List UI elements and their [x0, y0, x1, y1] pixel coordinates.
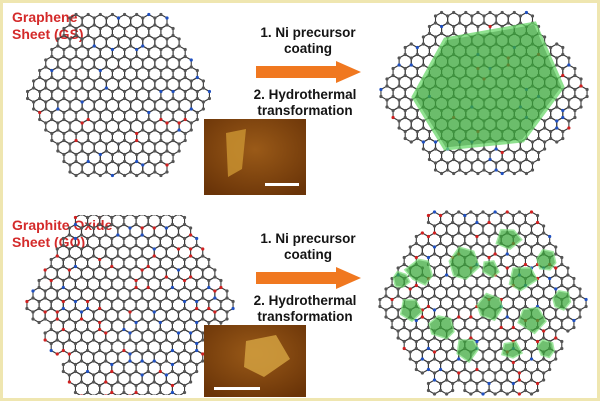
- graphene-step1-label: 1. Ni precursor coating: [260, 25, 356, 56]
- graphene-ni-coated-lattice: [379, 10, 589, 176]
- graphene-flake-shape: [226, 129, 246, 177]
- go-step2-label: 2. Hydrothermal transformation: [253, 293, 357, 324]
- go-step1-label: 1. Ni precursor coating: [260, 231, 356, 262]
- go-ni-nanoparticle-lattice: [378, 210, 588, 396]
- graphene-afm-image: [204, 119, 306, 195]
- graphene-step2-label: 2. Hydrothermal transformation: [253, 87, 357, 118]
- go-flake-shape: [244, 335, 290, 377]
- go-lattice-diagram: [25, 215, 235, 395]
- scale-bar: [265, 183, 299, 186]
- go-afm-image: [204, 325, 306, 397]
- graphene-lattice-diagram: [25, 12, 212, 178]
- scale-bar: [214, 387, 260, 390]
- graphene-process-arrow: [256, 61, 361, 83]
- go-process-arrow: [256, 267, 361, 289]
